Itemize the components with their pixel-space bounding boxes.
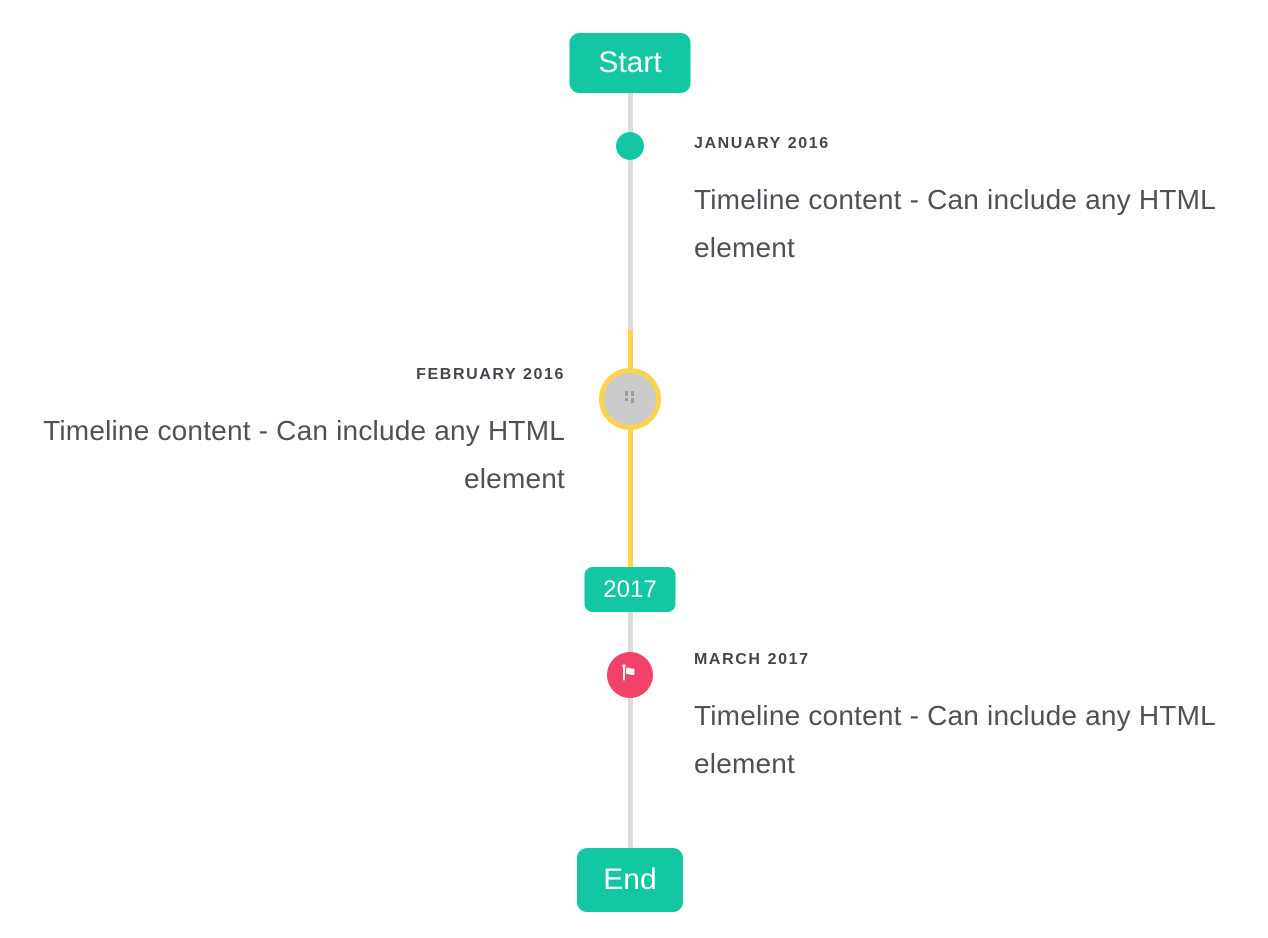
timeline-line-segment-highlighted (628, 330, 633, 567)
entry-date: FEBRUARY 2016 (416, 366, 565, 383)
timeline-entry-january-2016: JANUARY 2016 Timeline content - Can incl… (694, 134, 1234, 272)
image-circle-marker (599, 368, 661, 430)
end-badge: End (577, 848, 683, 912)
entry-content: Timeline content - Can include any HTML … (694, 700, 1215, 779)
year-badge-2017: 2017 (584, 567, 676, 612)
entry-content: Timeline content - Can include any HTML … (694, 184, 1215, 263)
broken-image-icon (624, 390, 637, 408)
timeline-line-segment-top (628, 93, 633, 330)
end-badge-label: End (603, 863, 657, 896)
entry-date: MARCH 2017 (694, 651, 810, 668)
flag-icon (618, 661, 642, 690)
year-badge-label: 2017 (603, 575, 657, 603)
dot-marker (616, 132, 644, 160)
timeline-line-segment-bottom (628, 612, 633, 848)
entry-date: JANUARY 2016 (694, 135, 830, 152)
start-badge: Start (569, 33, 691, 93)
entry-content: Timeline content - Can include any HTML … (43, 415, 565, 494)
timeline-entry-february-2016: FEBRUARY 2016 Timeline content - Can inc… (25, 365, 565, 503)
flag-marker (607, 652, 653, 698)
timeline-entry-march-2017: MARCH 2017 Timeline content - Can includ… (694, 650, 1234, 788)
start-badge-label: Start (598, 46, 662, 79)
